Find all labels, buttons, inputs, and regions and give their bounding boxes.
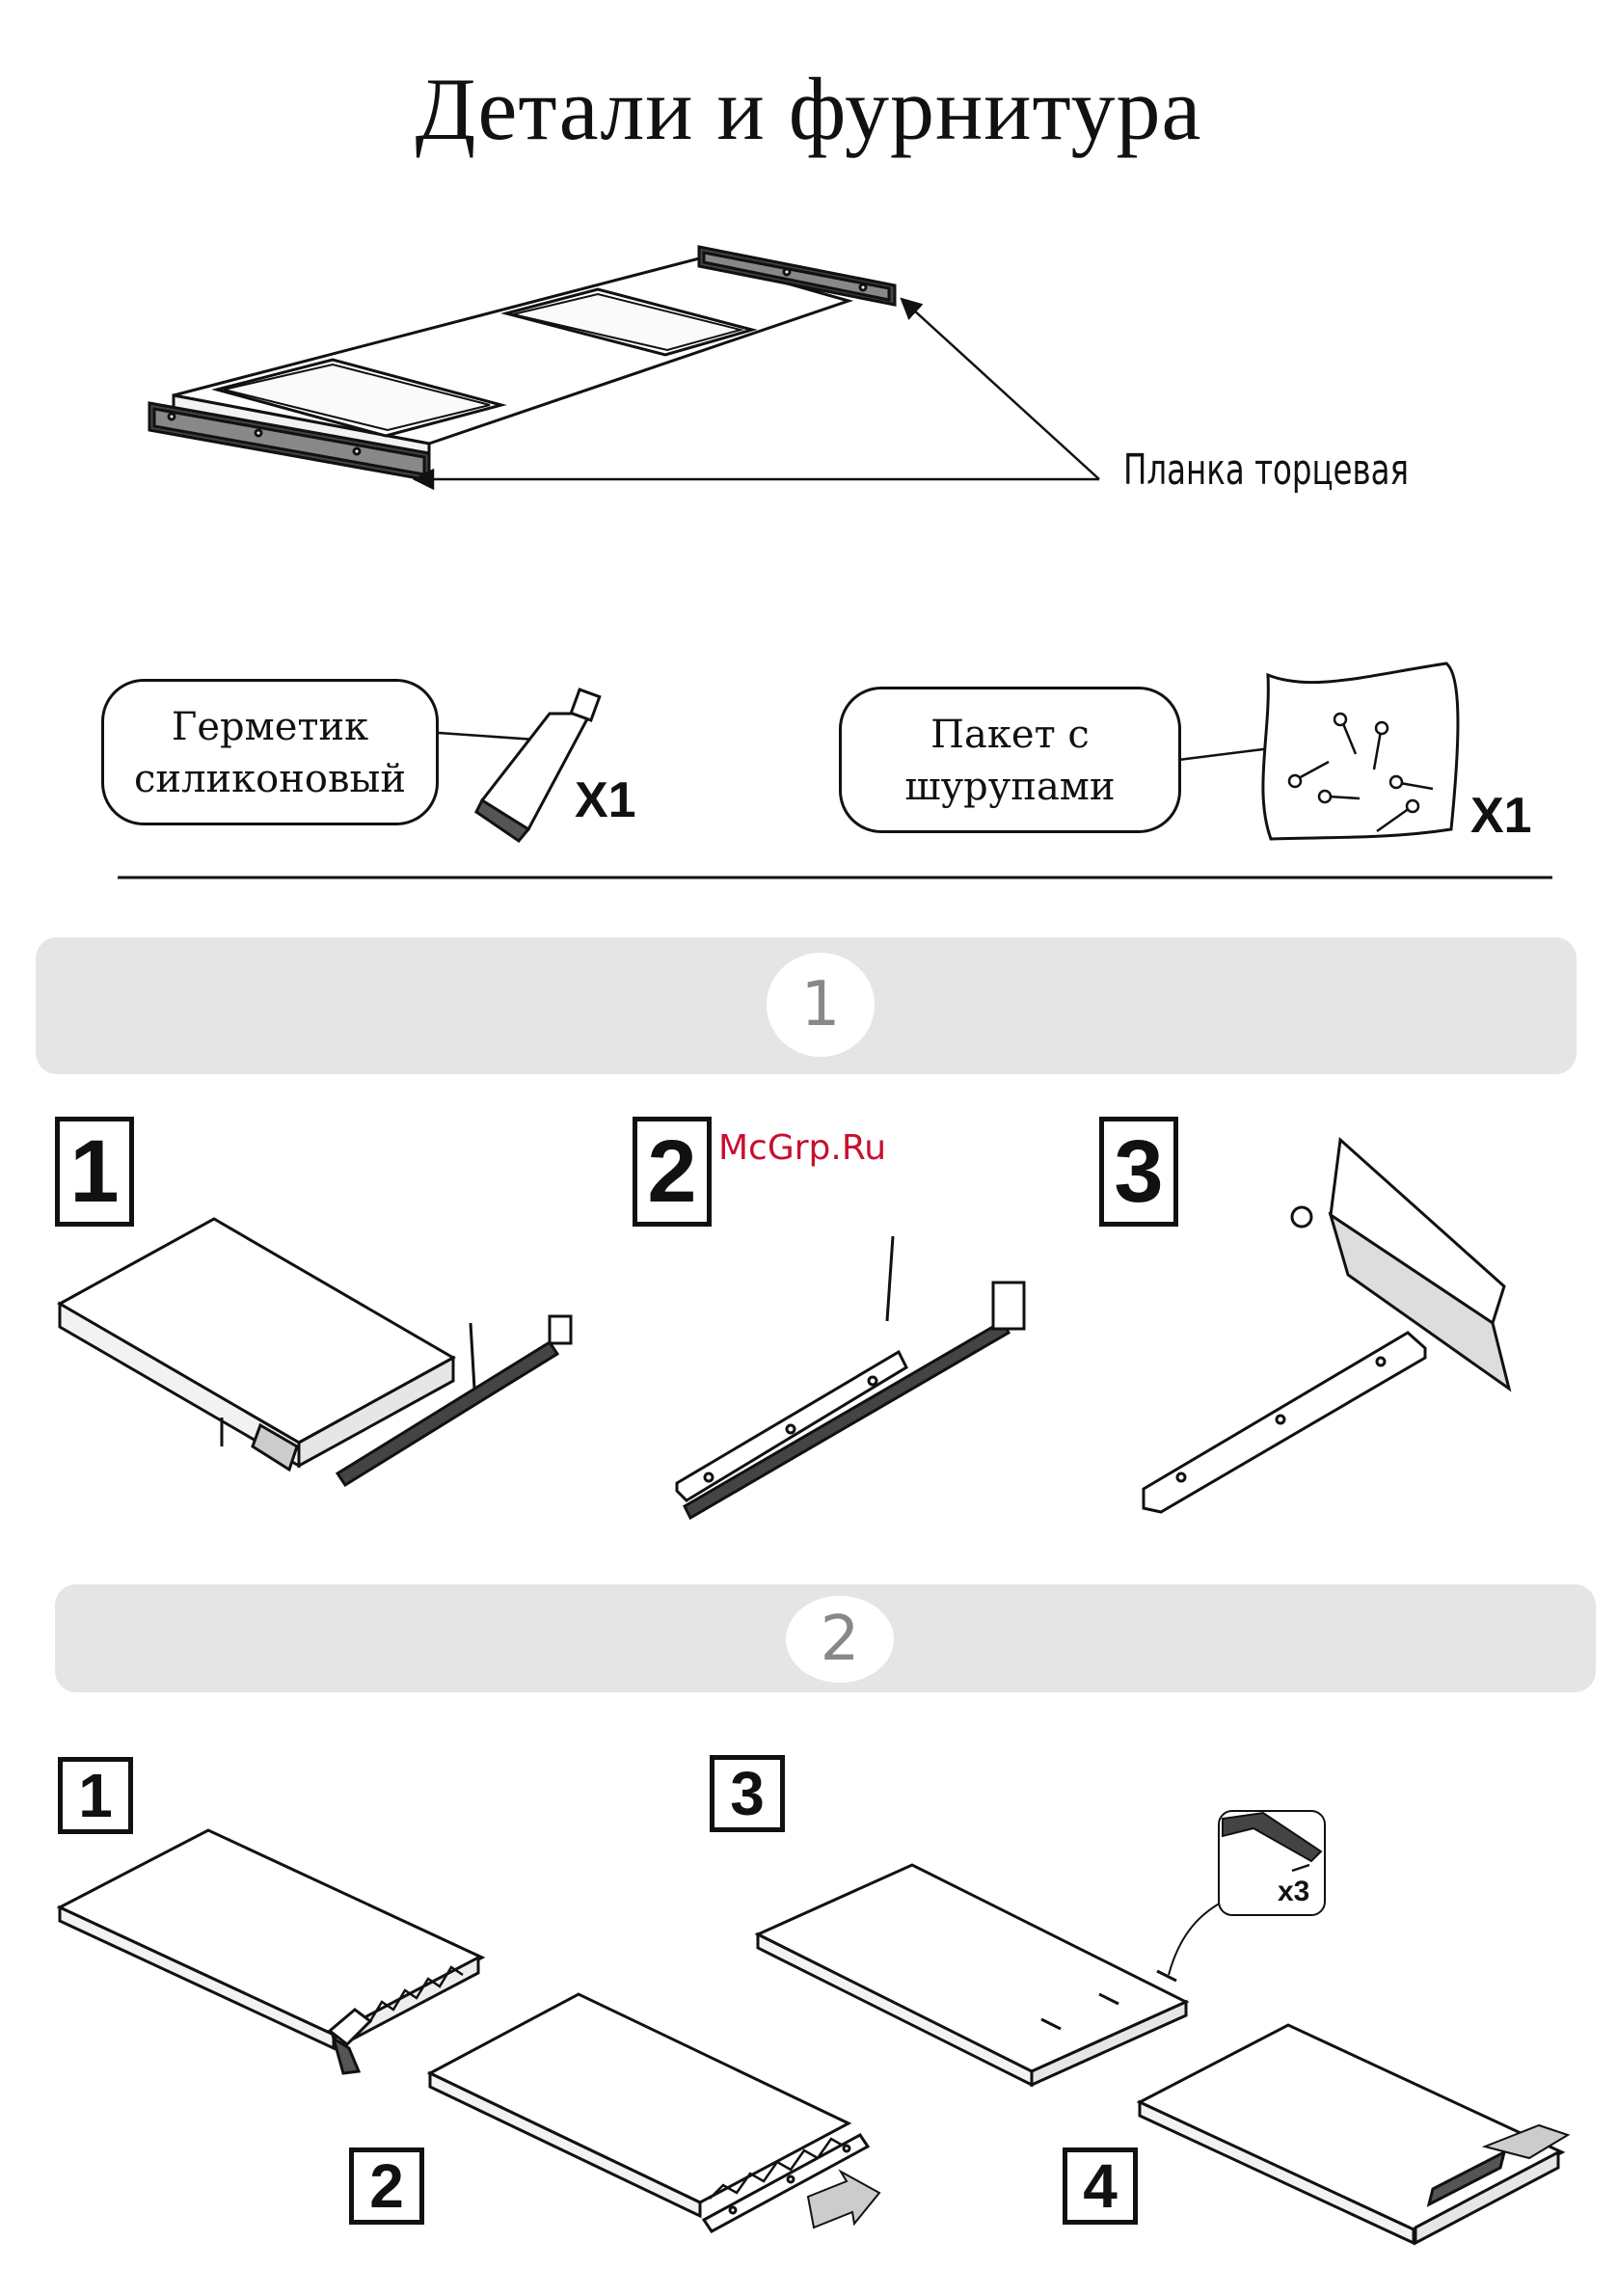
sealant-bubble: Герметик силиконовый <box>101 679 439 825</box>
pointer-arrow-right <box>902 299 1099 479</box>
screw-count-label: x3 <box>1278 1876 1309 1908</box>
s2-step-2-box: 2 <box>349 2147 424 2225</box>
sealant-label-line2: силиконовый <box>104 753 436 805</box>
watermark: McGrp.Ru <box>718 1128 886 1168</box>
s1-step-1-box: 1 <box>55 1117 134 1227</box>
screw-bag-icon <box>1178 663 1458 839</box>
s2-step2-drawing <box>430 1994 879 2231</box>
section-2-number: 2 <box>786 1596 894 1683</box>
s2-step-1-box: 1 <box>58 1757 133 1834</box>
s2-step4-drawing <box>1140 2025 1568 2243</box>
sealant-label-line1: Герметик <box>104 701 436 753</box>
s1-step3-drawing <box>1144 1140 1509 1512</box>
screws-quantity: X1 <box>1470 787 1532 845</box>
s1-step-3-box: 3 <box>1099 1117 1178 1227</box>
s2-step3-drawing <box>758 1811 1325 2085</box>
s2-step-3-box: 3 <box>710 1755 785 1832</box>
s2-step1-drawing <box>60 1830 482 2073</box>
screws-bubble: Пакет с шурупами <box>839 687 1181 833</box>
screws-label-line1: Пакет с <box>842 709 1178 761</box>
section-1-number: 1 <box>767 953 875 1057</box>
screws-label-line2: шурупами <box>842 761 1178 813</box>
s1-step1-drawing <box>60 1219 571 1485</box>
s2-step-4-box: 4 <box>1063 2147 1138 2225</box>
s1-step-2-box: 2 <box>633 1117 712 1227</box>
sealant-quantity: X1 <box>575 771 636 829</box>
end-strip-label: Планка торцевая <box>1123 446 1409 495</box>
s1-step2-drawing <box>677 1236 1024 1518</box>
